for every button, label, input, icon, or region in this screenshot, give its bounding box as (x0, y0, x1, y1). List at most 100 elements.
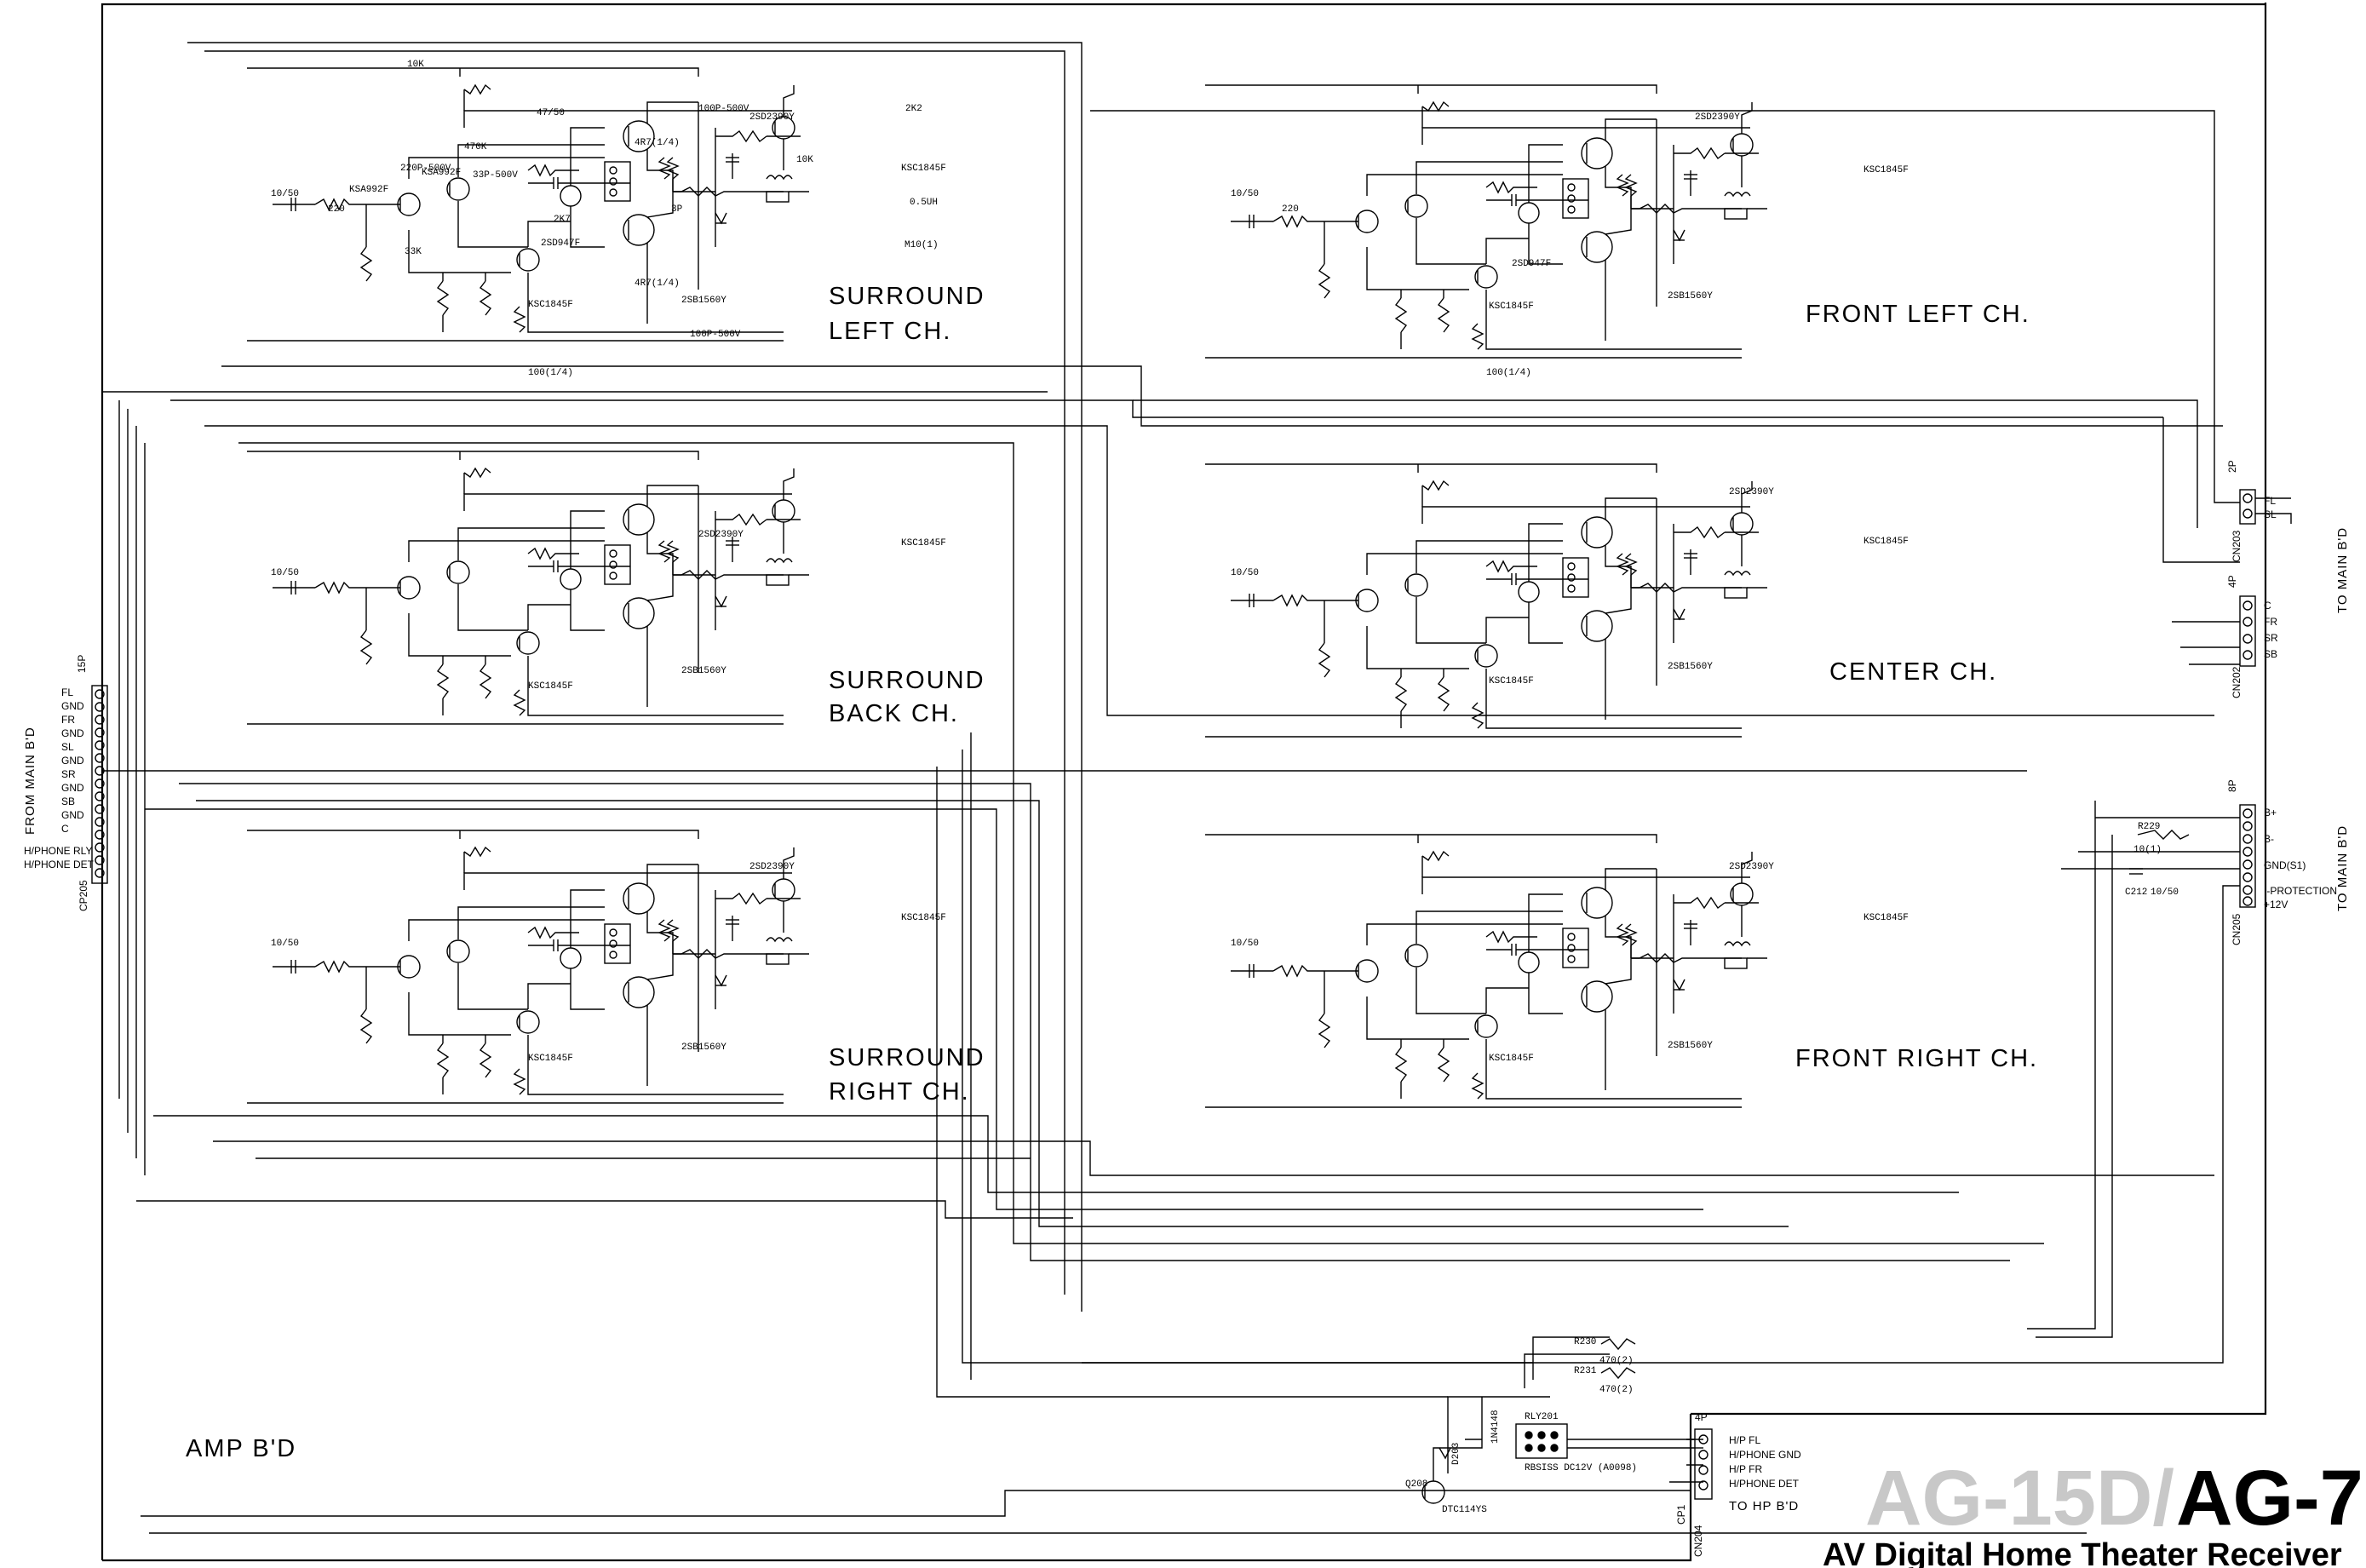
part-q205-sb: 2SD2390Y (698, 530, 744, 540)
cn204-alt: CP1 (1675, 1504, 1687, 1525)
cp205-sig-1: GND (61, 700, 84, 712)
r230-value: 470(2) (1599, 1356, 1634, 1366)
cp205-sig-0: FL (61, 686, 73, 698)
part-q206-fr: 2SB1560Y (1668, 1041, 1713, 1051)
connector-cn203 (2239, 489, 2292, 525)
part-input-cap-sl: 10/50 (271, 189, 299, 199)
surround-back-label-2: BACK CH. (829, 700, 959, 727)
part-q207-c: KSC1845F (1864, 537, 1909, 547)
part-input-cap-fl: 10/50 (1231, 189, 1259, 199)
part-c204-sl: 33P-500V (473, 170, 518, 181)
from-main-label: FROM MAIN B'D (23, 727, 37, 835)
surround-right-label-1: SURROUND (829, 1044, 985, 1071)
part-input-cap-sb: 10/50 (271, 568, 299, 578)
part-r201-sl: 220 (328, 204, 345, 215)
r229-ref: R229 (2138, 822, 2160, 832)
channel-labels: SURROUND LEFT CH. SURROUND BACK CH. SURR… (186, 283, 2036, 1462)
r231-value: 470(2) (1599, 1385, 1634, 1395)
part-input-cap-fr: 10/50 (1231, 939, 1259, 949)
part-c209-sl: 100P-500V (698, 104, 749, 114)
rly201-part: RBSISS DC12V (A0098) (1525, 1463, 1637, 1473)
cn205-sig-bminus: B- (2264, 833, 2274, 845)
part-q204-fl: 2SD947F (1512, 259, 1551, 269)
cn202-sig-sb: SB (2264, 648, 2277, 660)
sheet-frame (100, 3, 2267, 1562)
to-hp-label: TO HP B'D (1729, 1499, 1799, 1513)
part-r211-fl: 100(1/4) (1486, 368, 1531, 378)
part-q207-fl: KSC1845F (1864, 165, 1909, 175)
part-q206-c: 2SB1560Y (1668, 662, 1713, 672)
r231-ref: R231 (1574, 1366, 1597, 1376)
part-q206-sl: 2SB1560Y (681, 296, 726, 306)
connector-cn202 (2239, 595, 2256, 667)
channel-cell-center (1204, 463, 1768, 738)
part-q203-fl: KSC1845F (1489, 302, 1534, 312)
cn202-ref: CN202 (2231, 666, 2243, 698)
cn204-sig-2: H/P FR (1729, 1463, 1762, 1475)
part-r224-sl: 10K (796, 155, 813, 165)
cp205-pins: 15P (76, 655, 88, 673)
part-q203-c: KSC1845F (1489, 676, 1534, 686)
part-r228-sl: M10(1) (904, 240, 939, 250)
cp205-sig-9: GND (61, 809, 84, 821)
part-q206-fl: 2SB1560Y (1668, 291, 1713, 302)
part-r218-sl: 4R7(1/4) (635, 138, 680, 148)
part-q205-fr: 2SD2390Y (1729, 862, 1774, 872)
part-q207-sl: KSC1845F (901, 164, 946, 174)
cp205-sig-11: H/PHONE RLY (24, 845, 92, 857)
cn203-sig-sl: SL (2264, 508, 2277, 520)
r230-ref: R230 (1574, 1337, 1596, 1347)
part-q202-sl: KSA992F (422, 168, 461, 178)
cn203-pins: 2P (2226, 460, 2238, 473)
to-main-label-2: TO MAIN B'D (2335, 825, 2350, 911)
right-connector-labels: 2P CN203 FL SL TO MAIN B'D 4P CN202 C FR… (2125, 460, 2350, 945)
part-r211-sl: 100(1/4) (528, 368, 573, 378)
connector-cp205 (91, 685, 108, 884)
part-r201-fl: 220 (1282, 204, 1299, 215)
part-q203-fr: KSC1845F (1489, 1054, 1534, 1064)
cn205-sig-12v: +12V (2264, 899, 2288, 910)
cn202-pins: 4P (2226, 575, 2238, 588)
c212-ref: C212 (2125, 887, 2147, 898)
part-q201-sl: KSA992F (349, 185, 388, 195)
surround-back-label-1: SURROUND (829, 667, 985, 694)
part-r214-sl: 2K7 (554, 215, 571, 225)
part-r205-sl: 470K (464, 142, 487, 152)
part-q203-sl: KSC1845F (528, 300, 573, 310)
cp205-sig-7: GND (61, 782, 84, 794)
part-q207-sb: KSC1845F (901, 538, 946, 549)
part-q206-sr: 2SB1560Y (681, 1042, 726, 1053)
board-label: AMP B'D (186, 1435, 296, 1462)
q208-part: DTC114YS (1442, 1505, 1487, 1515)
cn204-ref: CN204 (1692, 1525, 1704, 1557)
center-label: CENTER CH. (1829, 658, 1997, 686)
cn204-pins: 4P (1695, 1411, 1708, 1423)
cp205-sig-5: GND (61, 755, 84, 767)
headphone-section (1421, 1338, 1713, 1504)
part-r219-sl: 4R7(1/4) (635, 279, 680, 289)
part-q205-sr: 2SD2390Y (749, 862, 795, 872)
part-q205-c: 2SD2390Y (1729, 487, 1774, 497)
cp205-sig-6: SR (61, 768, 76, 780)
cn202-sig-c: C (2264, 600, 2271, 612)
r229-value: 10(1) (2133, 845, 2162, 855)
cp205-sig-2: FR (61, 714, 75, 726)
connector-cn205 (2129, 804, 2256, 908)
surround-left-label-2: LEFT CH. (829, 318, 951, 345)
part-c203-sl: 220P-500V (400, 164, 451, 174)
part-q206-sb: 2SB1560Y (681, 666, 726, 676)
part-q207-sr: KSC1845F (901, 913, 946, 923)
cp205-sig-4: SL (61, 741, 74, 753)
part-r227-sl: 2K2 (905, 104, 922, 114)
front-left-label: FRONT LEFT CH. (1806, 301, 2030, 328)
surround-left-label-1: SURROUND (829, 283, 985, 310)
cn205-ref: CN205 (2231, 913, 2243, 945)
cp205-ref: CP205 (78, 880, 89, 911)
part-r204-sl: 33K (405, 247, 422, 257)
cn205-sig-prot: I-PROTECTION (2264, 885, 2337, 897)
part-c207-sl: 47/50 (537, 108, 565, 118)
d203-part: 1N4148 (1490, 1410, 1501, 1444)
to-main-label-1: TO MAIN B'D (2335, 527, 2350, 613)
channel-cell-front-left (1204, 84, 1768, 359)
cn202-sig-sr: SR (2264, 632, 2278, 644)
